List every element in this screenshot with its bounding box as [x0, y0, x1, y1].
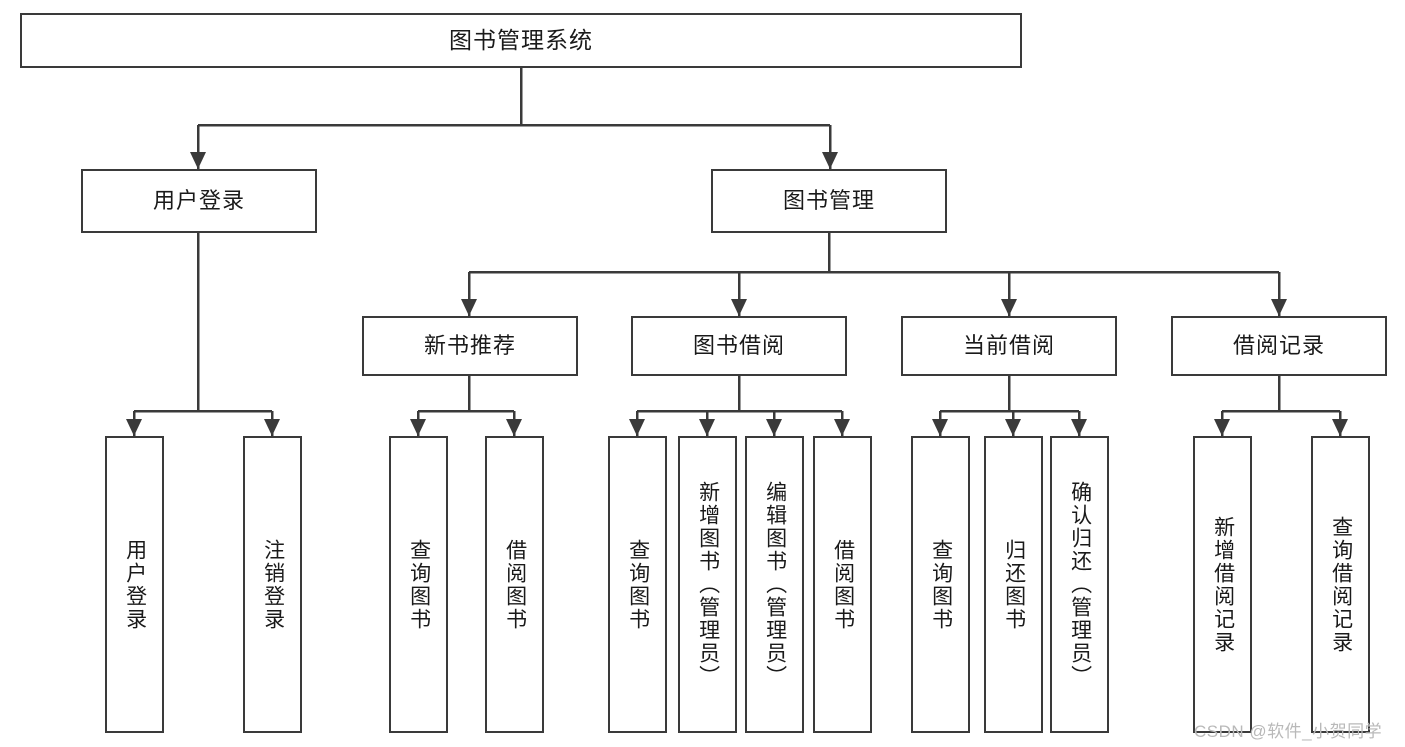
node-label: 借阅图书: [831, 538, 855, 631]
node-label: 用户登录: [152, 187, 245, 213]
node-label: 当前借阅: [962, 332, 1055, 358]
node-leaf_borrow_book_2[interactable]: 借阅图书: [813, 436, 872, 733]
node-label: 编辑图书（管理员）: [763, 481, 787, 688]
node-root-title[interactable]: 图书管理系统: [20, 13, 1022, 68]
node-leaf_add_book[interactable]: 新增图书（管理员）: [678, 436, 737, 733]
node-leaf_query_book_2[interactable]: 查询图书: [608, 436, 667, 733]
watermark-text: CSDN @软件_小贺同学: [1194, 722, 1383, 741]
node-label: 查询图书: [407, 538, 431, 631]
node-leaf_query_book_1[interactable]: 查询图书: [389, 436, 448, 733]
node-label: 借阅图书: [503, 538, 527, 631]
node-label: 图书管理系统: [449, 26, 593, 53]
node-current_borrow[interactable]: 当前借阅: [901, 316, 1117, 376]
node-label: 用户登录: [123, 538, 147, 631]
node-leaf_add_record[interactable]: 新增借阅记录: [1193, 436, 1252, 733]
node-leaf_confirm_return[interactable]: 确认归还（管理员）: [1050, 436, 1109, 733]
node-leaf_user_login[interactable]: 用户登录: [105, 436, 164, 733]
node-label: 新增图书（管理员）: [696, 481, 720, 688]
node-new_book_rec[interactable]: 新书推荐: [362, 316, 578, 376]
node-label: 新增借阅记录: [1211, 515, 1235, 654]
node-user_login[interactable]: 用户登录: [81, 169, 317, 233]
node-label: 图书借阅: [692, 332, 785, 358]
node-borrow_record[interactable]: 借阅记录: [1171, 316, 1387, 376]
node-book_manage[interactable]: 图书管理: [711, 169, 947, 233]
node-label: 查询图书: [929, 538, 953, 631]
node-label: 查询图书: [626, 538, 650, 631]
node-label: 注销登录: [261, 538, 285, 631]
node-leaf_edit_book[interactable]: 编辑图书（管理员）: [745, 436, 804, 733]
node-leaf_query_record[interactable]: 查询借阅记录: [1311, 436, 1370, 733]
node-label: 归还图书: [1002, 538, 1026, 631]
node-book_borrow[interactable]: 图书借阅: [631, 316, 847, 376]
node-leaf_query_book_3[interactable]: 查询图书: [911, 436, 970, 733]
node-label: 确认归还（管理员）: [1068, 481, 1092, 688]
node-leaf_return_book[interactable]: 归还图书: [984, 436, 1043, 733]
node-label: 新书推荐: [423, 332, 516, 358]
node-leaf_user_logout[interactable]: 注销登录: [243, 436, 302, 733]
node-label: 借阅记录: [1232, 332, 1325, 358]
node-label: 图书管理: [782, 187, 875, 213]
node-leaf_borrow_book_1[interactable]: 借阅图书: [485, 436, 544, 733]
node-label: 查询借阅记录: [1329, 515, 1353, 654]
